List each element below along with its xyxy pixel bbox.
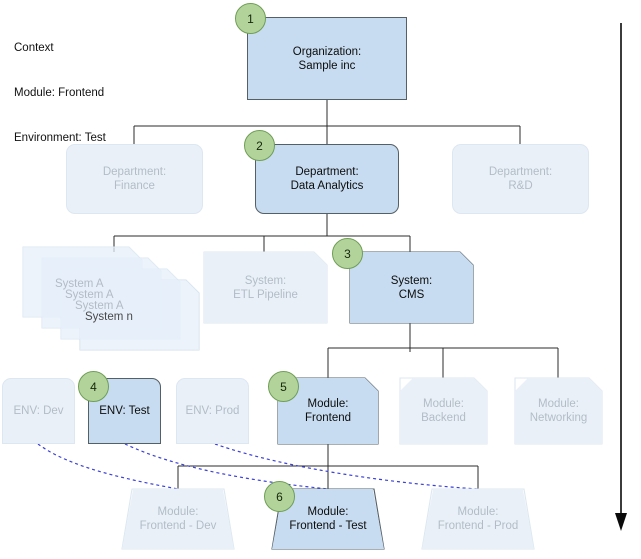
node-env-dev-label: ENV: Dev: [13, 405, 64, 417]
node-system-stack-label-1: System A: [55, 278, 104, 290]
node-system-stack-card-4[interactable]: [80, 280, 199, 350]
node-system-stack-label-3: System A: [75, 300, 124, 312]
node-organization-label: Organization: Sample inc: [292, 45, 362, 72]
badge-4: 4: [78, 371, 109, 402]
node-env-prod[interactable]: ENV: Prod: [176, 378, 249, 444]
node-system-stack-label-2: System A: [65, 289, 114, 301]
context-legend: Context Module: Frontend Environment: Te…: [14, 11, 106, 176]
node-env-test-label: ENV: Test: [99, 405, 150, 417]
node-department-finance[interactable]: Department: Finance: [66, 144, 203, 214]
node-deployment-frontend-dev-label: Module: Frontend - Dev: [139, 506, 217, 532]
node-deployment-frontend-test-label: Module: Frontend - Test: [289, 506, 367, 532]
node-system-cms-label: System: CMS: [390, 274, 433, 301]
badge-6: 6: [264, 481, 295, 512]
node-system-stack-label-4: System n: [85, 311, 133, 323]
node-department-data-analytics[interactable]: Department: Data Analytics: [255, 144, 399, 214]
node-department-data-analytics-label: Department: Data Analytics: [290, 166, 364, 192]
node-department-rd-label: Department: R&D: [488, 166, 553, 192]
node-department-finance-label: Department: Finance: [102, 166, 167, 192]
context-line-environment: Environment: Test: [14, 132, 106, 144]
badge-1: 1: [235, 3, 266, 34]
node-deployment-frontend-prod-label: Module: Frontend - Prod: [437, 506, 519, 532]
node-deployment-frontend-prod[interactable]: Module: Frontend - Prod: [422, 489, 534, 549]
env-deploy-links: [37, 443, 479, 490]
node-module-backend-label: Module: Backend: [421, 398, 466, 424]
node-system-cms[interactable]: System: CMS: [350, 252, 473, 323]
node-module-frontend-label: Module: Frontend: [304, 398, 352, 424]
context-line-module: Module: Frontend: [14, 87, 105, 99]
node-system-etl-pipeline[interactable]: System: ETL Pipeline: [204, 252, 327, 323]
node-system-etl-pipeline-label: System: ETL Pipeline: [233, 274, 298, 301]
node-department-rd[interactable]: Department: R&D: [452, 144, 589, 214]
badge-2: 2: [244, 130, 275, 161]
node-module-networking[interactable]: Module: Networking: [515, 378, 602, 444]
node-module-networking-label: Module: Networking: [529, 398, 588, 424]
node-organization[interactable]: Organization: Sample inc: [247, 17, 407, 100]
node-module-backend[interactable]: Module: Backend: [400, 378, 487, 444]
badge-5: 5: [268, 371, 299, 402]
node-deployment-frontend-dev[interactable]: Module: Frontend - Dev: [122, 489, 234, 549]
flow-arrow: [615, 23, 627, 531]
node-env-dev[interactable]: ENV: Dev: [2, 378, 75, 444]
node-env-prod-label: ENV: Prod: [185, 405, 240, 417]
context-title: Context: [14, 42, 54, 54]
badge-3: 3: [332, 238, 363, 269]
